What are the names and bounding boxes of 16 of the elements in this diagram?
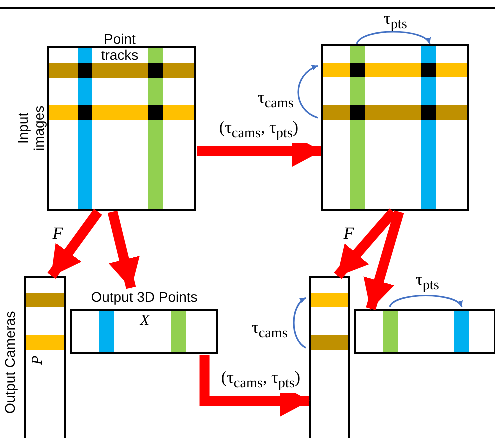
permutation-label: τ$_{pts}$ (416, 270, 440, 296)
axis-label: Input images (15, 104, 48, 153)
arrow (364, 210, 404, 310)
edge-label: F (342, 224, 356, 244)
arrow (200, 355, 310, 417)
permutation-label: τ$_{cams}$ (258, 88, 294, 114)
permutation-label: τ$_{cams}$ (252, 318, 288, 344)
arrow (48, 209, 102, 279)
variable-label: X (139, 313, 151, 329)
arrow (108, 210, 140, 290)
edge-label: F (52, 224, 64, 244)
variable-label: P (30, 354, 47, 367)
axis-label: Output 3D Points (90, 289, 199, 305)
permutation-label: τ$_{pts}$ (384, 9, 408, 34)
axis-label: Output Cameras (2, 310, 19, 416)
axis-label: Point tracks (100, 31, 140, 63)
